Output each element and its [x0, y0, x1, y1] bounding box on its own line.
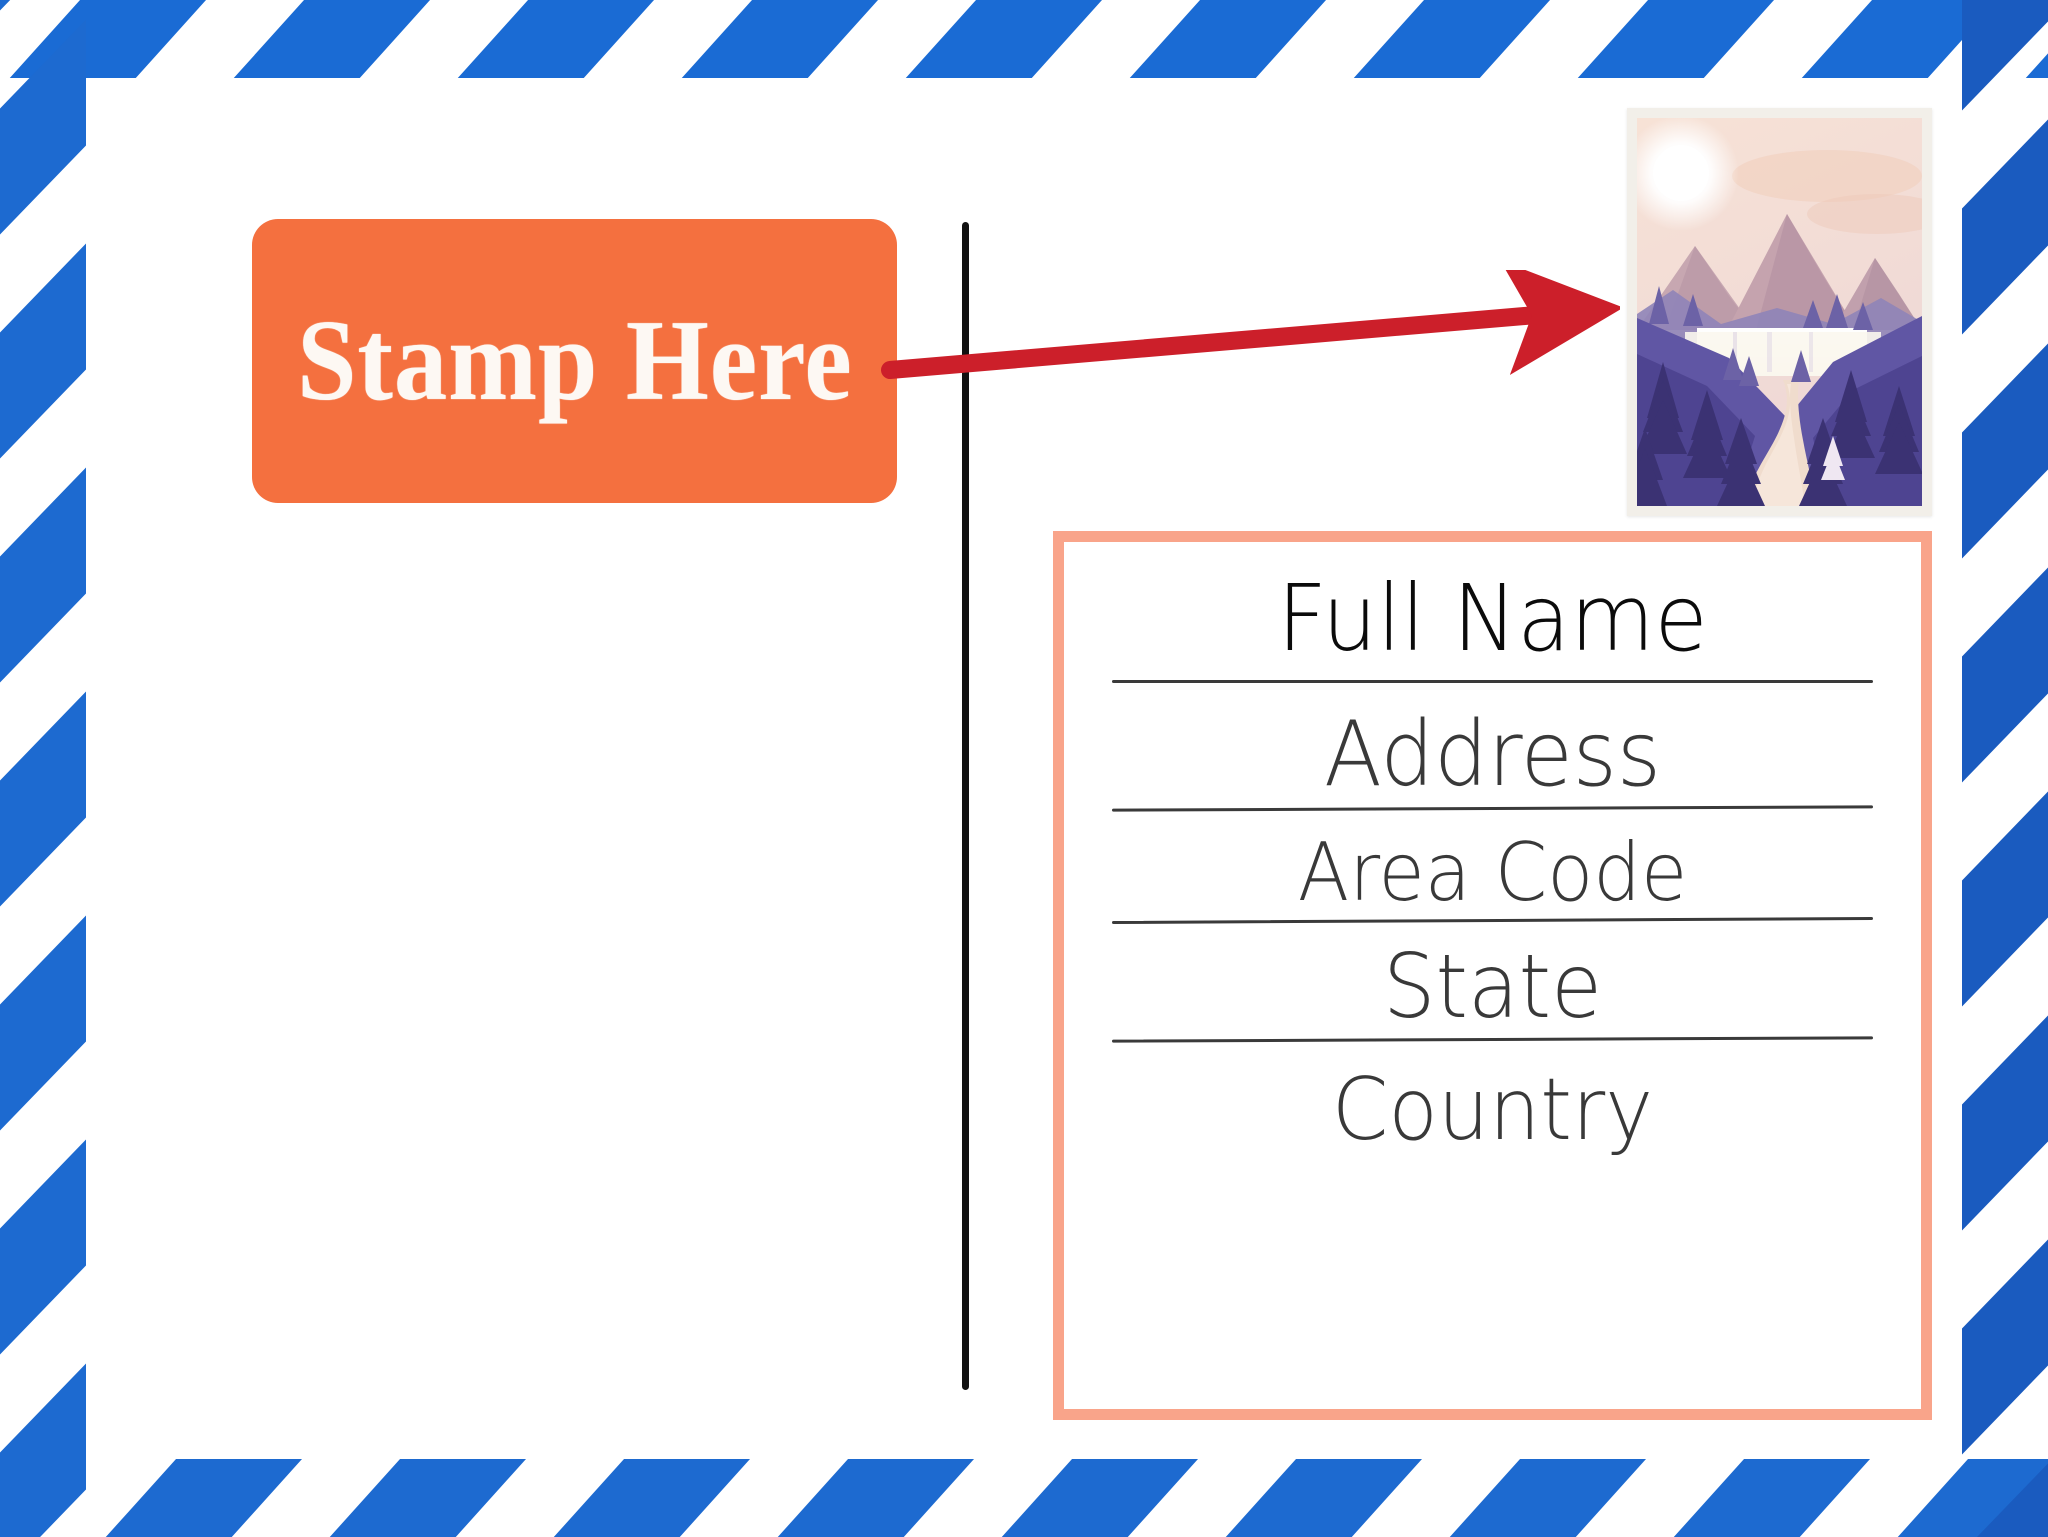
- postage-stamp-artwork: [1637, 118, 1922, 506]
- address-field-label: Full Name: [1277, 565, 1708, 672]
- border-stripe: [0, 0, 86, 283]
- border-stripe: [643, 0, 915, 78]
- border-stripe: [419, 0, 691, 78]
- border-stripe: [1962, 967, 2048, 1279]
- airmail-border-left: [0, 0, 86, 1537]
- border-stripe: [0, 867, 86, 1179]
- border-stripe: [1962, 519, 2048, 831]
- border-stripe: [1539, 0, 1811, 78]
- border-stripe: [1962, 71, 2048, 383]
- border-stripe: [1187, 1459, 1459, 1537]
- airmail-border-top: [0, 0, 2048, 78]
- airmail-border-right: [1962, 0, 2048, 1537]
- address-field-row[interactable]: Country: [1098, 1059, 1887, 1160]
- border-stripe: [515, 1459, 787, 1537]
- border-stripe: [1962, 743, 2048, 1055]
- stamp-here-label: Stamp Here: [296, 297, 853, 425]
- postage-stamp[interactable]: [1627, 108, 1932, 516]
- border-stripe: [1315, 0, 1587, 78]
- address-field-label: Country: [1331, 1059, 1654, 1160]
- border-stripe: [1411, 1459, 1683, 1537]
- address-field-writing-line: [1112, 679, 1873, 683]
- address-field-label: Area Code: [1297, 825, 1688, 919]
- address-field-writing-line: [1111, 1036, 1874, 1043]
- address-field-row[interactable]: Address: [1098, 701, 1887, 812]
- border-stripe: [291, 1459, 563, 1537]
- border-stripe: [739, 1459, 1011, 1537]
- address-field-row[interactable]: Full Name: [1098, 572, 1887, 683]
- address-field-row[interactable]: State: [1098, 935, 1887, 1043]
- border-stripe: [867, 0, 1139, 78]
- address-field-label: Address: [1324, 701, 1661, 807]
- address-field-writing-line: [1111, 917, 1874, 925]
- border-stripe: [67, 1459, 339, 1537]
- border-stripe: [963, 1459, 1235, 1537]
- address-field-row[interactable]: Area Code: [1098, 825, 1887, 925]
- border-stripe: [195, 0, 467, 78]
- border-stripe: [1635, 1459, 1907, 1537]
- border-stripe: [0, 1091, 86, 1403]
- border-stripe: [0, 419, 86, 731]
- border-stripe: [1962, 295, 2048, 607]
- address-field-label: State: [1383, 935, 1602, 1039]
- border-stripe: [1962, 1191, 2048, 1503]
- airmail-border-bottom: [0, 1459, 2048, 1537]
- stamp-here-badge[interactable]: Stamp Here: [252, 219, 897, 503]
- vertical-divider-line: [962, 222, 969, 1390]
- border-stripe: [0, 1315, 86, 1537]
- border-stripe: [1091, 0, 1363, 78]
- border-stripe: [0, 195, 86, 507]
- border-stripe: [0, 643, 86, 955]
